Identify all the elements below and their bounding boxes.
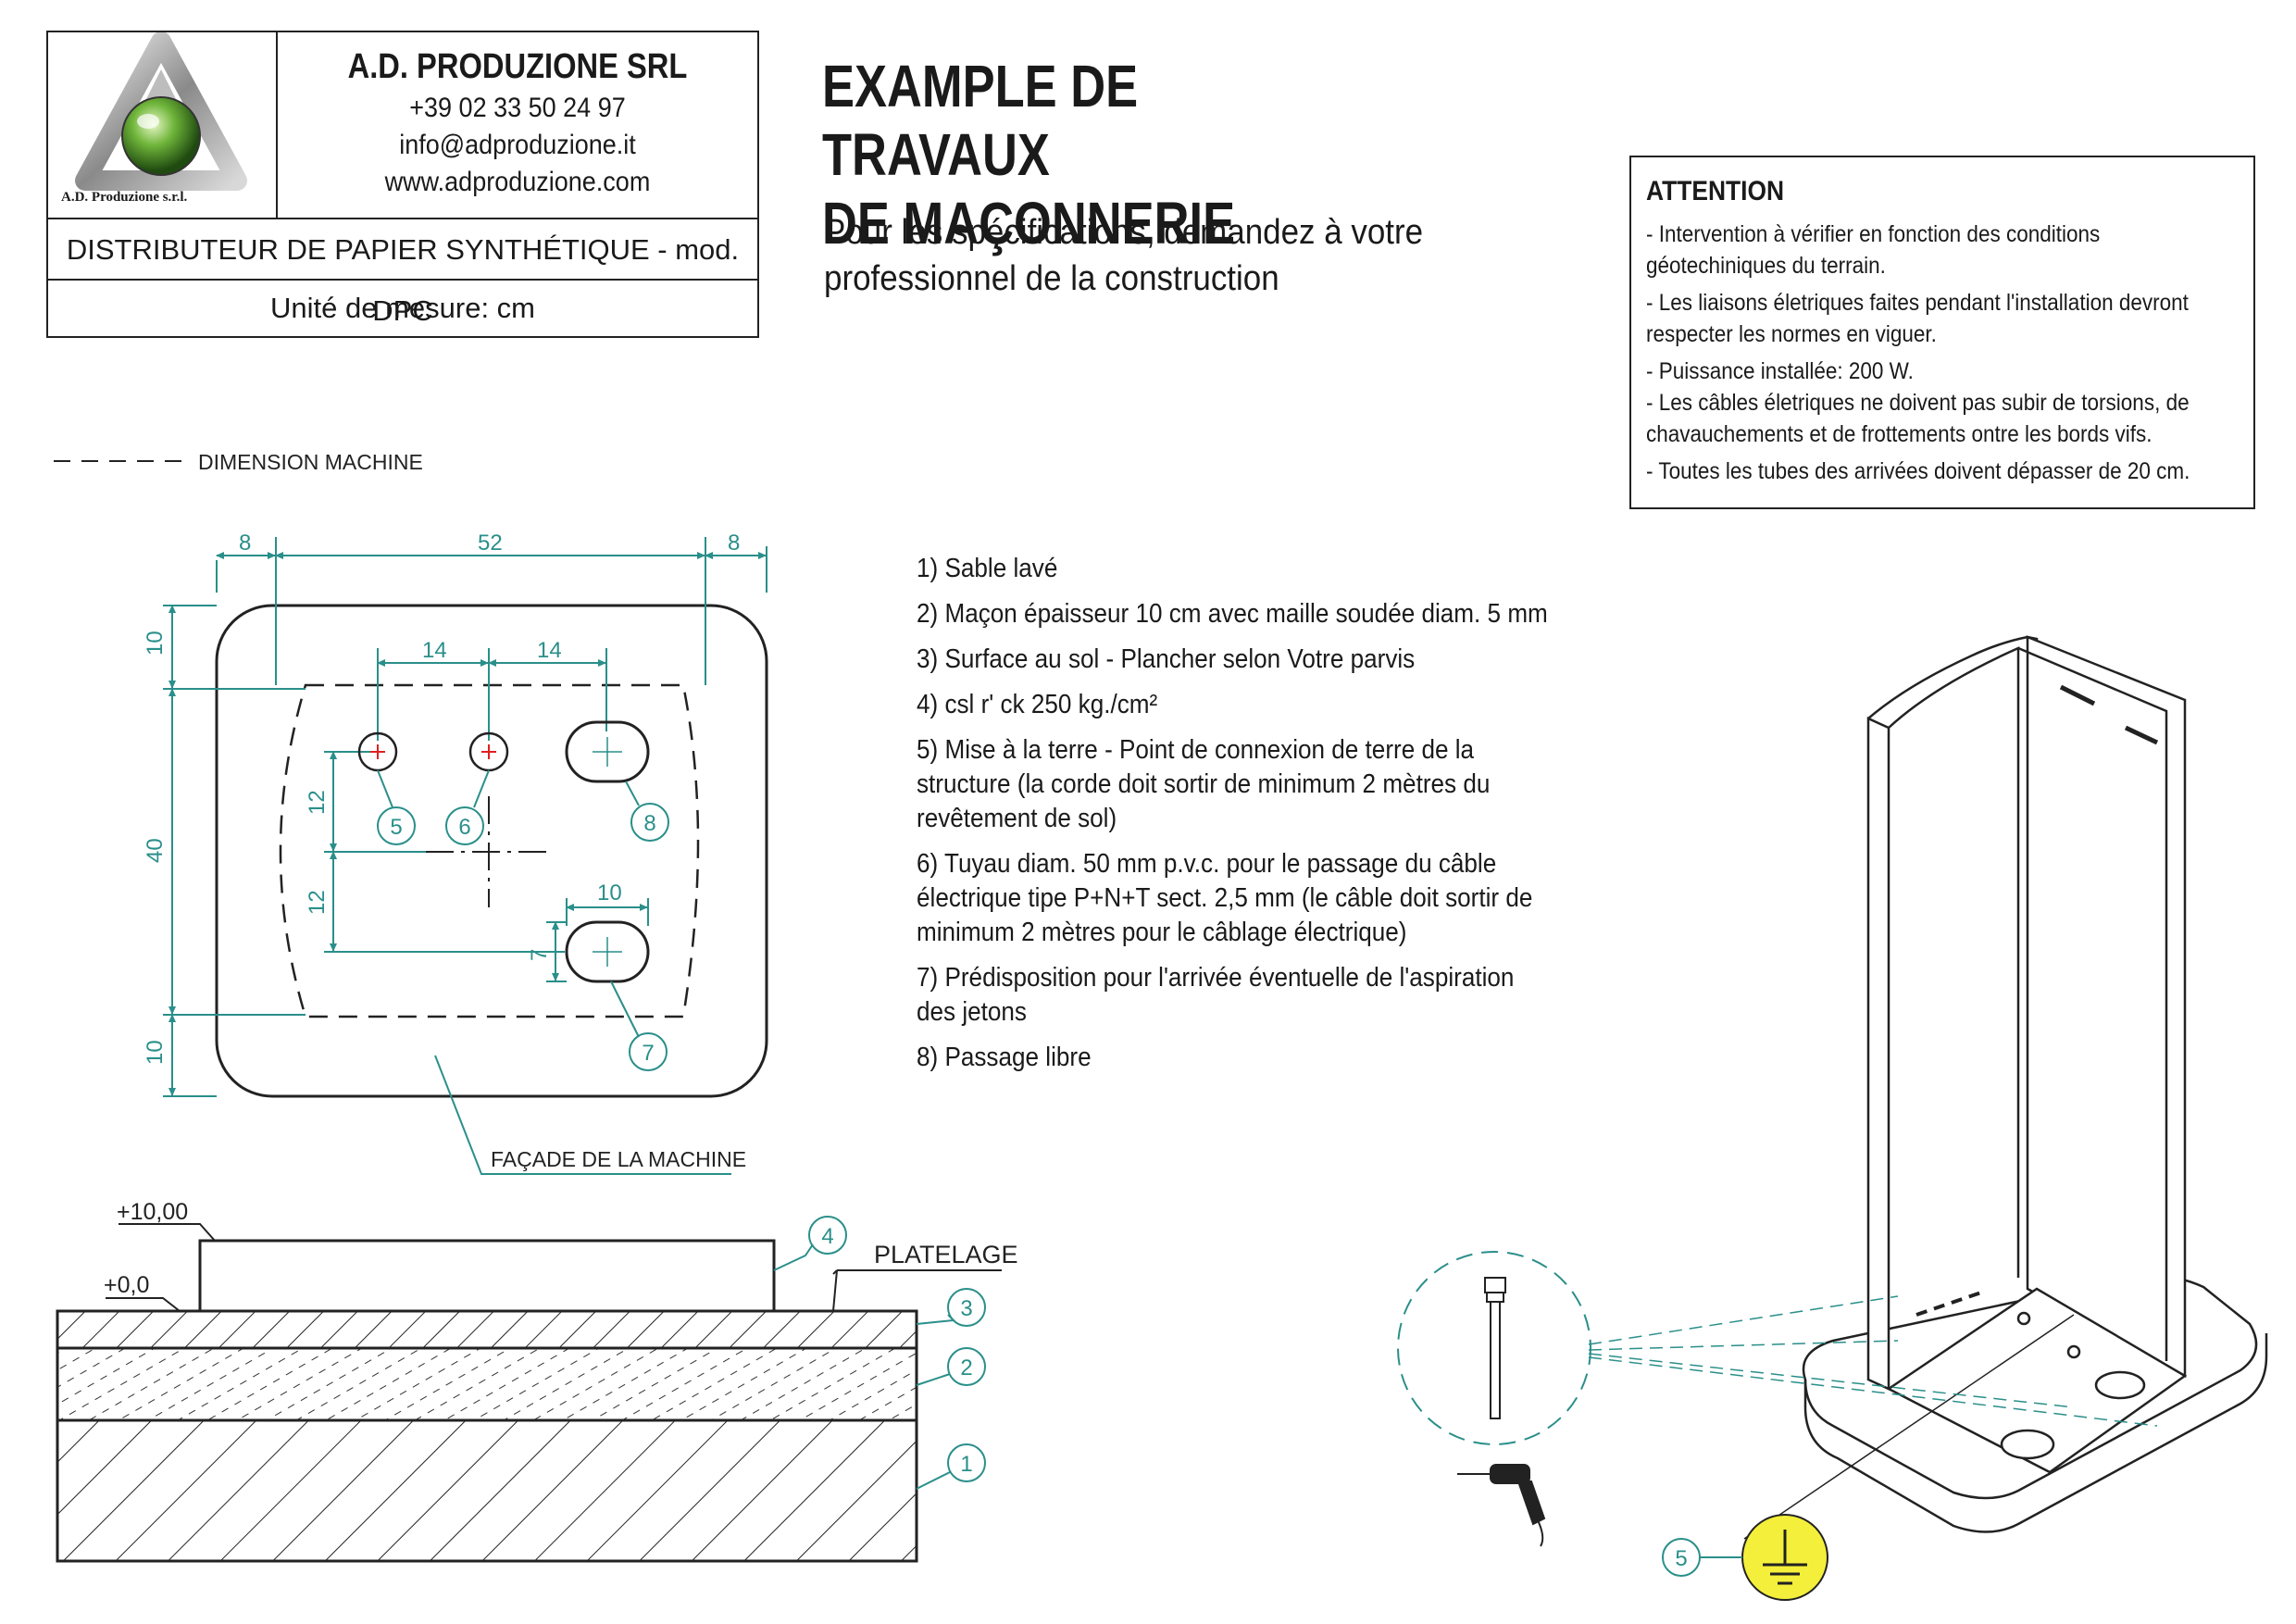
- mesh-layer: [56, 1346, 918, 1422]
- concrete-block: [198, 1239, 776, 1313]
- legend-item: électrique tipe P+N+T sect. 2,5 mm (le c…: [917, 883, 1533, 913]
- attention-line: - Toutes les tubes des arrivées doivent …: [1646, 458, 2190, 484]
- slot-7: [565, 920, 650, 983]
- dim-top-margin: 10: [143, 631, 168, 656]
- level-top: +10,00: [117, 1199, 188, 1225]
- title-line-2: DE MAÇONNERIE: [822, 190, 1236, 256]
- legend-item: 4) csl r' ck 250 kg./cm²: [917, 690, 1158, 719]
- legend-item: des jetons: [917, 997, 1027, 1027]
- legend-item: 2) Maçon épaisseur 10 cm avec maille sou…: [917, 599, 1548, 629]
- callout-7: 7: [642, 1041, 654, 1066]
- plan-view: 8 52 8 14 14 10 10 40 10 12 12 7: [143, 531, 768, 1175]
- dim-offset-down: 12: [305, 890, 330, 915]
- callout-2: 2: [960, 1355, 972, 1380]
- subtitle: Pour les spécifications, demandez à votr…: [824, 209, 1437, 302]
- level-zero: +0,0: [104, 1272, 149, 1298]
- legend-item: structure (la corde doit sortir de minim…: [917, 769, 1491, 799]
- legend-item: 6) Tuyau diam. 50 mm p.v.c. pour le pass…: [917, 849, 1497, 879]
- deck-label: PLATELAGE: [874, 1241, 1018, 1268]
- slot-8: [565, 720, 650, 783]
- side-panel: [2026, 635, 2187, 1379]
- floor-layer: [56, 1309, 918, 1350]
- dim-right-margin: 8: [728, 531, 740, 556]
- callout-6: 6: [458, 815, 470, 840]
- ground-symbol: 5: [1662, 1514, 1828, 1601]
- callout-4: 4: [821, 1224, 833, 1249]
- attention-line: chavauchements et de frottements ontre l…: [1646, 421, 2152, 447]
- legend-item: 7) Prédisposition pour l'arrivée éventue…: [917, 963, 1515, 993]
- company-logo: A.D. Produzione s.r.l.: [48, 31, 278, 218]
- callout-5: 5: [390, 815, 402, 840]
- machine-footprint: [279, 683, 700, 1018]
- legend-list: 1) Sable lavé 2) Maçon épaisseur 10 cm a…: [917, 552, 1657, 1086]
- subtitle-line-2: professionnel de la construction: [824, 259, 1279, 298]
- drill-icon: [1457, 1464, 1546, 1547]
- sand-layer: [56, 1418, 918, 1563]
- logo-text: A.D. Produzione s.r.l.: [61, 190, 188, 205]
- legend-item: 3) Surface au sol - Plancher selon Votre…: [917, 644, 1416, 674]
- callout-3: 3: [960, 1296, 972, 1321]
- callout-1: 1: [960, 1452, 972, 1477]
- company-website: www.adproduzione.com: [384, 167, 651, 197]
- product-name: DISTRIBUTEUR DE PAPIER SYNTHÉTIQUE - mod…: [48, 218, 757, 327]
- dim-width: 52: [478, 531, 503, 556]
- dim-left-margin: 8: [239, 531, 251, 556]
- dim-hole-spacing-2: 14: [537, 638, 562, 663]
- attention-line: - Intervention à vérifier en fonction de…: [1646, 221, 2101, 247]
- dim-slot-width: 10: [597, 881, 622, 906]
- dim-hole-spacing-1: 14: [422, 638, 447, 663]
- attention-line: - Les câbles életriques ne doivent pas s…: [1646, 390, 2190, 416]
- attention-line: géotechiniques du terrain.: [1646, 253, 1886, 279]
- legend-item: 5) Mise à la terre - Point de connexion …: [917, 735, 1475, 765]
- slab-outline: [215, 604, 768, 1098]
- callout-8: 8: [643, 811, 655, 836]
- legend-item: revêtement de sol): [917, 804, 1117, 833]
- dim-offset-up: 12: [305, 790, 330, 815]
- section-view: +10,00 +0,0 PLATELAGE 4 3 2 1: [56, 1199, 1018, 1563]
- page-title: EXAMPLE DE TRAVAUX DE MAÇONNERIE: [822, 52, 1354, 257]
- legend-item: 8) Passage libre: [917, 1043, 1092, 1072]
- attention-box: ATTENTION - Intervention à vérifier en f…: [1629, 156, 2255, 509]
- dimension-legend: DIMENSION MACHINE: [54, 450, 423, 474]
- dimension-legend-label: DIMENSION MACHINE: [198, 450, 423, 474]
- title-line-1: EXAMPLE DE TRAVAUX: [822, 53, 1139, 188]
- subtitle-line-1: Pour les spécifications, demandez à votr…: [824, 213, 1424, 252]
- attention-heading: ATTENTION: [1646, 176, 1785, 206]
- dim-slot-height: 7: [527, 949, 552, 961]
- logo-icon: [75, 31, 247, 191]
- units-label: Unité de mesure: cm: [270, 292, 535, 324]
- company-name: A.D. PRODUZIONE SRL: [347, 47, 688, 86]
- dim-bottom-margin: 10: [143, 1040, 168, 1065]
- ground-rod-detail: [1397, 1251, 2158, 1547]
- callout-ground: 5: [1675, 1546, 1687, 1571]
- company-phone: +39 02 33 50 24 97: [409, 93, 626, 123]
- attention-line: - Les liaisons életriques faites pendant…: [1646, 290, 2189, 316]
- isometric-view: [1743, 635, 2268, 1540]
- legend-item: 1) Sable lavé: [917, 554, 1058, 583]
- dim-depth: 40: [143, 838, 168, 863]
- company-email: info@adproduzione.it: [399, 130, 636, 160]
- legend-item: minimum 2 mètres pour le câblage électri…: [917, 918, 1407, 947]
- attention-line: respecter les normes en viguer.: [1646, 321, 1937, 347]
- company-info: A.D. PRODUZIONE SRL +39 02 33 50 24 97 i…: [278, 32, 757, 218]
- front-label: FAÇADE DE LA MACHINE: [491, 1147, 746, 1171]
- title-block: A.D. Produzione s.r.l. A.D. PRODUZIONE S…: [46, 31, 759, 338]
- attention-line: - Puissance installée: 200 W.: [1646, 358, 1914, 384]
